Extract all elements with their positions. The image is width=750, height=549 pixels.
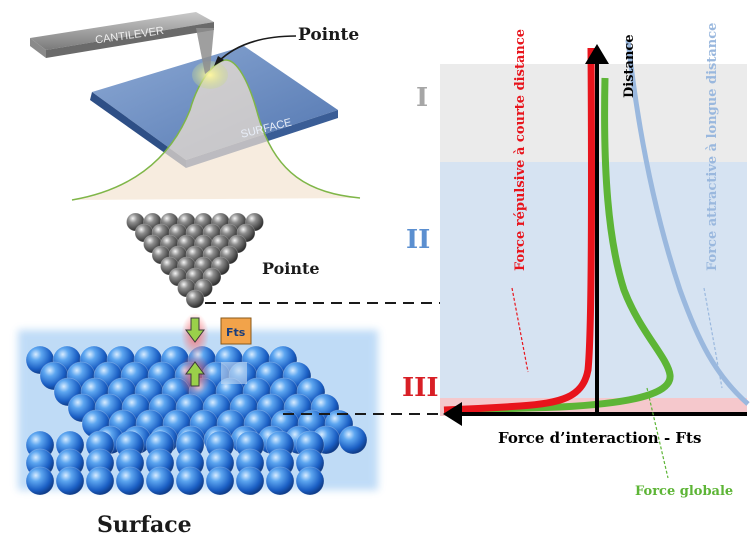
global-label-leader: [646, 387, 669, 479]
fts-badge: [220, 317, 252, 345]
x-axis-arrowhead: [443, 402, 462, 426]
surface-atom-lattice: [25, 345, 368, 496]
attractive-label-leader: [703, 287, 723, 389]
surface-atom: [145, 466, 175, 496]
y-axis-label: Distance: [622, 34, 637, 98]
fts-badge-label: Fts: [226, 326, 246, 339]
tip-cone: [196, 28, 214, 74]
region-label-II: II: [406, 225, 430, 255]
cantilever-illustration: CANTILEVER SURFACE Pointe: [30, 12, 361, 201]
surface-atom: [85, 466, 115, 496]
surface-caption: Surface: [97, 512, 192, 538]
tip-atom: [185, 289, 205, 309]
attraction-arrow-down: [185, 317, 205, 343]
y-axis-arrowhead: [585, 44, 609, 64]
tip-label-top: Pointe: [298, 25, 359, 45]
surface-atom: [205, 466, 235, 496]
surface-atom: [338, 425, 368, 455]
atomic-model: Fts Pointe: [18, 212, 378, 496]
repulsive-force-label: Force répulsive à courte distance: [513, 29, 528, 271]
global-force-label: Force globale: [635, 484, 733, 499]
force-distance-chart: I II III Distance Force d’interaction - …: [402, 23, 750, 499]
x-axis-label: Force d’interaction - Fts: [498, 429, 701, 447]
surface-atom: [175, 466, 205, 496]
surface-atom: [115, 466, 145, 496]
surface-atom: [295, 466, 325, 496]
surface-atom: [235, 466, 265, 496]
tip-label-mid: Pointe: [262, 259, 320, 278]
pointe-callout-arrow: [217, 35, 297, 63]
interaction-profile-curve: [71, 59, 361, 201]
surface-atom: [265, 466, 295, 496]
surface-atom: [55, 466, 85, 496]
surface-atom: [25, 466, 55, 496]
cantilever: [30, 12, 214, 50]
tip-atom-cluster: [126, 212, 264, 309]
region-label-III: III: [402, 373, 439, 403]
attractive-force-label: Force attractive à longue distance: [705, 23, 720, 271]
repulsion-arrow-up: [185, 361, 205, 387]
attractive-force-curve: [625, 39, 750, 406]
repulsive-label-leader: [511, 287, 529, 373]
region-label-I: I: [416, 83, 428, 113]
repulsive-force-curve: [443, 47, 596, 414]
